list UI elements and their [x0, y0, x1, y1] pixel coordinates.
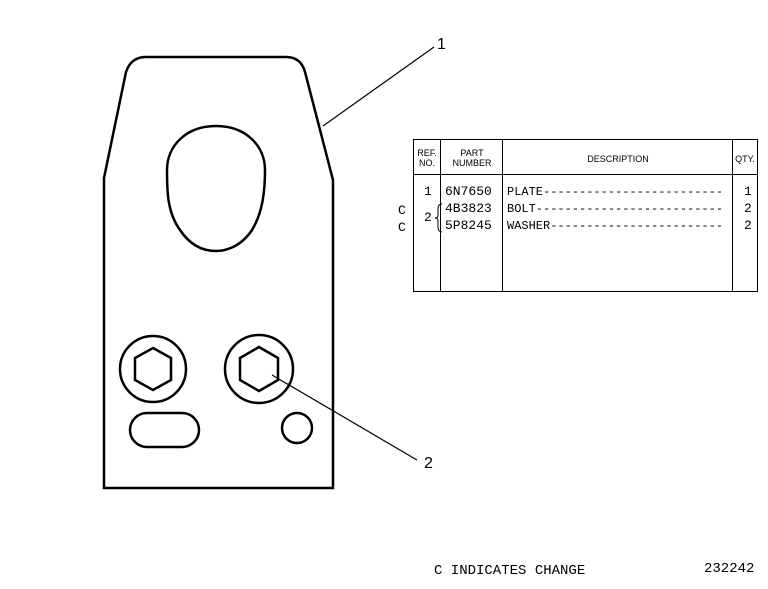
row-1-part: 6N7650 [445, 184, 492, 199]
row-1-qty: 1 [744, 184, 752, 199]
header-qty: QTY. [735, 154, 755, 164]
right-bolt-head [238, 345, 280, 393]
leader-line-1 [322, 46, 435, 127]
ref-brace [434, 203, 443, 233]
left-bolt-head [133, 346, 173, 392]
left-washer [118, 334, 188, 404]
callout-2: 2 [424, 455, 433, 472]
row-1-ref: 1 [424, 184, 432, 199]
header-desc: DESCRIPTION [587, 154, 649, 164]
plate-outline [102, 55, 335, 490]
teardrop-hole [165, 124, 267, 253]
change-mark-row-2: C [398, 203, 406, 218]
header-part: PART NUMBER [452, 148, 492, 168]
row-3-qty: 2 [744, 218, 752, 233]
right-washer [223, 333, 295, 405]
row-3-part: 5P8245 [445, 218, 492, 233]
row-2-desc: BOLT-------------------------- [507, 202, 724, 216]
small-hole [280, 411, 314, 445]
parts-table: REF. NO. PART NUMBER DESCRIPTION QTY. 1 … [413, 139, 758, 292]
row-3-desc: WASHER------------------------ [507, 219, 724, 233]
header-ref: REF. NO. [417, 148, 437, 168]
change-mark-row-3: C [398, 220, 406, 235]
row-2-part: 4B3823 [445, 201, 492, 216]
callout-1: 1 [437, 36, 446, 53]
leader-line-2 [271, 374, 418, 461]
row-2-qty: 2 [744, 201, 752, 216]
slot-hole [128, 411, 201, 449]
change-note: C INDICATES CHANGE [434, 563, 586, 579]
drawing-number: 232242 [704, 561, 755, 577]
row-1-desc: PLATE------------------------- [507, 185, 724, 199]
row-2-ref: 2 [424, 210, 432, 225]
